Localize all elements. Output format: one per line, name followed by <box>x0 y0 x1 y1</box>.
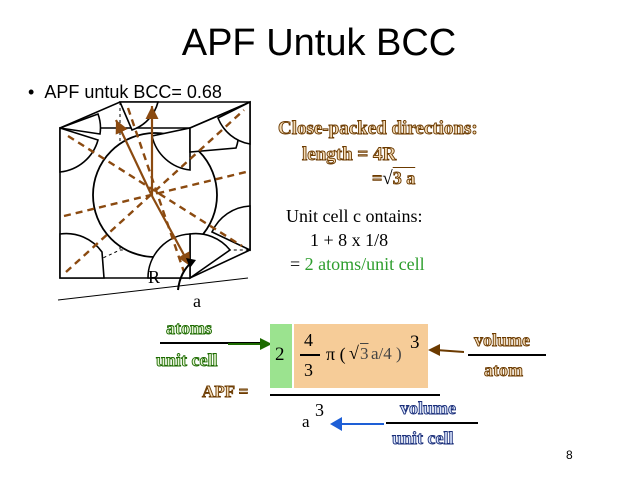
frac-numerator: 4 <box>304 330 313 350</box>
page-number: 8 <box>566 448 573 462</box>
volume-label-bottom: volume <box>400 398 457 419</box>
denominator-a: a <box>302 412 310 431</box>
pi-open: π ( <box>326 344 346 364</box>
cube-exponent: 3 <box>410 332 420 353</box>
unit-cell-equals: = <box>290 254 301 274</box>
edge-label: a <box>193 291 201 311</box>
close-packed-length: length = 4R <box>302 144 397 166</box>
atom-volume-box <box>294 324 428 388</box>
volume-atom-line <box>468 354 546 356</box>
unit-cell-contains: Unit cell c ontains: <box>286 206 423 226</box>
volume-label-top: volume <box>474 330 531 351</box>
bullet-apf: • APF untuk BCC= 0.68 <box>28 82 222 103</box>
close-packed-sqrt-value: 3 a <box>392 168 416 189</box>
green-arrow-icon <box>228 338 272 350</box>
bcc-unit-cell-illustration: R a <box>57 100 251 311</box>
sqrt-icon: √ <box>382 168 393 189</box>
atom-count: 2 <box>275 344 285 365</box>
atom-count-box <box>270 324 292 388</box>
bullet-text: APF untuk BCC= 0.68 <box>44 82 222 102</box>
unit-cell-label: unit cell <box>156 350 218 371</box>
unit-cell-count-expr: 1 + 8 x 1/8 <box>310 230 389 250</box>
brown-arrow-icon <box>428 344 464 356</box>
apf-main-fraction-line <box>270 394 440 396</box>
slide-title: APF Untuk BCC <box>181 22 457 64</box>
frac-denominator: 3 <box>304 360 313 380</box>
volume-unit-cell-line <box>386 422 478 424</box>
close-packed-sqrt-line: =√3 a <box>372 168 416 190</box>
a-over-4: a/4 ) <box>371 344 402 363</box>
sqrt-argument: 3 <box>360 344 369 363</box>
atoms-fraction-line <box>160 342 268 344</box>
denominator-exponent: 3 <box>315 400 324 420</box>
blue-arrow-icon <box>330 417 384 431</box>
close-packed-equals: = <box>372 168 383 189</box>
sqrt-icon-2: √ <box>349 343 359 363</box>
frac-line <box>300 354 320 356</box>
radius-label: R <box>148 267 160 287</box>
apf-label: APF = <box>202 382 249 402</box>
close-packed-heading: Close-packed directions: <box>278 118 479 140</box>
atom-label: atom <box>484 360 524 381</box>
unit-cell-result: = 2 atoms/unit cell <box>290 254 425 275</box>
atoms-label: atoms <box>166 318 213 339</box>
bullet-dot-icon: • <box>28 82 35 102</box>
unit-cell-atoms: 2 atoms/unit cell <box>304 254 425 274</box>
unit-cell-label-bottom: unit cell <box>392 428 454 449</box>
